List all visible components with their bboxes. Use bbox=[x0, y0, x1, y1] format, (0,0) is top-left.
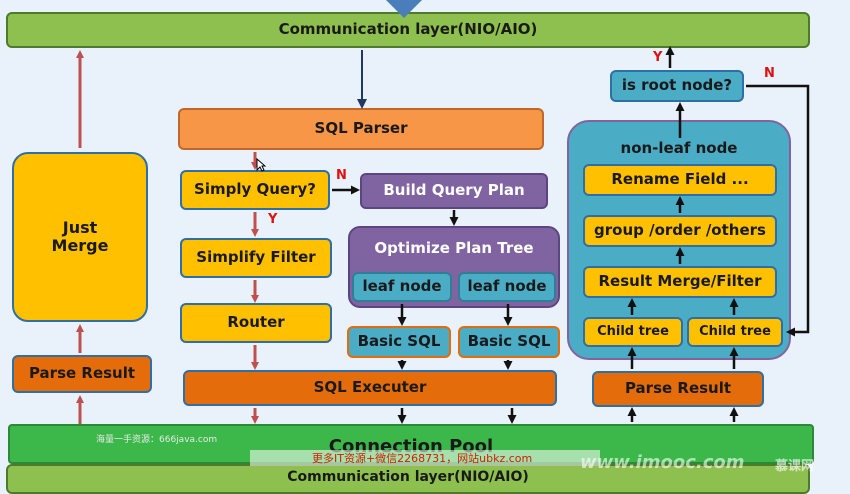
leaf-node-1-label: leaf node bbox=[362, 277, 442, 296]
arrow-root-no-loop bbox=[746, 84, 810, 337]
is-root-node-box: is root node? bbox=[610, 70, 744, 102]
router-label: Router bbox=[227, 313, 285, 332]
label-root-yes: Y bbox=[653, 50, 663, 65]
basic-sql-2-box: Basic SQL bbox=[458, 326, 560, 358]
label-root-no: N bbox=[764, 66, 775, 81]
simplify-filter-label: Simplify Filter bbox=[196, 248, 316, 267]
leaf-node-2-box: leaf node bbox=[458, 272, 556, 302]
basic-sql-1-label: Basic SQL bbox=[357, 332, 441, 351]
build-query-plan-label: Build Query Plan bbox=[383, 181, 525, 200]
is-root-node-label: is root node? bbox=[621, 76, 733, 95]
top-entry-arrow-icon bbox=[386, 0, 422, 18]
parse-result-right-box: Parse Result bbox=[592, 371, 764, 407]
leaf-node-2-label: leaf node bbox=[467, 277, 547, 296]
sql-parser-box: SQL Parser bbox=[178, 108, 544, 150]
build-query-plan-box: Build Query Plan bbox=[360, 173, 548, 209]
simply-query-label: Simply Query? bbox=[194, 180, 316, 199]
watermark-center-strip bbox=[250, 450, 600, 466]
non-leaf-node-label: non-leaf node bbox=[620, 139, 738, 157]
watermark-logo: 慕课网 bbox=[775, 459, 815, 474]
rename-field-box: Rename Field ... bbox=[583, 164, 777, 196]
group-order-box: group /order /others bbox=[583, 215, 777, 247]
parse-result-left-box: Parse Result bbox=[12, 355, 152, 393]
parse-result-right-label: Parse Result bbox=[624, 379, 732, 398]
basic-sql-2-label: Basic SQL bbox=[467, 332, 551, 351]
sql-executer-label: SQL Executer bbox=[313, 378, 427, 397]
sql-executer-box: SQL Executer bbox=[183, 370, 557, 406]
router-box: Router bbox=[180, 303, 332, 343]
mouse-cursor-icon bbox=[256, 158, 266, 172]
watermark-imooc: www.imooc.com bbox=[580, 452, 745, 473]
child-tree-1-box: Child tree bbox=[583, 317, 683, 347]
child-tree-1-label: Child tree bbox=[597, 323, 669, 339]
result-merge-label: Result Merge/Filter bbox=[598, 272, 762, 291]
label-simply-no: N bbox=[336, 168, 347, 183]
watermark-left: 海量一手资源：666java.com bbox=[96, 435, 218, 445]
sql-parser-label: SQL Parser bbox=[314, 119, 408, 138]
rename-field-label: Rename Field ... bbox=[611, 170, 749, 189]
just-merge-label: Just Merge bbox=[51, 217, 109, 255]
optimize-plan-tree-label: Optimize Plan Tree bbox=[374, 239, 534, 257]
communication-layer-top-label: Communication layer(NIO/AIO) bbox=[278, 20, 538, 39]
just-merge-box: Just Merge bbox=[12, 152, 148, 322]
child-tree-2-label: Child tree bbox=[699, 323, 771, 339]
parse-result-left-label: Parse Result bbox=[28, 364, 136, 383]
result-merge-box: Result Merge/Filter bbox=[583, 266, 777, 298]
basic-sql-1-box: Basic SQL bbox=[347, 326, 451, 358]
group-order-label: group /order /others bbox=[594, 221, 766, 240]
simply-query-box: Simply Query? bbox=[180, 170, 330, 210]
label-simply-yes: Y bbox=[268, 212, 278, 227]
flow-arrows bbox=[76, 46, 810, 424]
child-tree-2-box: Child tree bbox=[687, 317, 783, 347]
watermark-center: 更多IT资源+微信2268731，网站ubkz.com bbox=[312, 452, 533, 465]
simplify-filter-box: Simplify Filter bbox=[180, 238, 332, 278]
leaf-node-1-box: leaf node bbox=[352, 272, 452, 302]
